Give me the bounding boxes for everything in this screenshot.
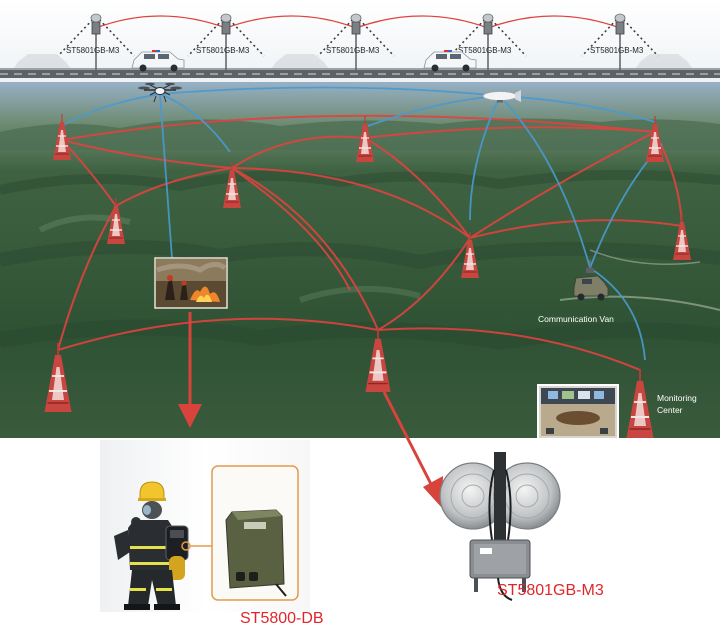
police-car-1 <box>131 50 185 72</box>
repeater-device-image <box>439 452 561 601</box>
top-repeater-label: ST5801GB-M3 <box>196 46 250 55</box>
top-repeater-1: ST5801GB-M3 <box>57 13 135 70</box>
backpack-product-label: ST5800-DB <box>240 610 324 627</box>
top-repeater-label: ST5801GB-M3 <box>326 46 380 55</box>
road <box>0 70 720 78</box>
top-repeater-5: ST5801GB-M3 <box>581 13 659 70</box>
bottom-section <box>0 438 720 636</box>
top-repeater-2: ST5801GB-M3 <box>187 13 265 70</box>
police-car-2 <box>423 50 477 72</box>
drone-icon <box>138 82 182 103</box>
top-repeater-label: ST5801GB-M3 <box>590 46 644 55</box>
monitoring-center-label-line2: Center <box>657 405 683 415</box>
faded-car-left <box>14 54 70 68</box>
arrow-to-repeater <box>382 391 443 508</box>
communication-van-icon <box>573 260 609 301</box>
fire-scene-photo <box>154 257 228 309</box>
blue-links <box>61 86 663 361</box>
top-repeater-4: ST5801GB-M3 <box>449 13 527 70</box>
monitoring-center-label-line1: Monitoring <box>657 393 697 403</box>
red-links <box>57 114 683 371</box>
top-strip: ST5801GB-M3 ST5801GB-M3 ST5801GB-M3 ST5801G… <box>0 0 720 82</box>
top-repeater-label: ST5801GB-M3 <box>458 46 512 55</box>
faded-car-right <box>636 54 692 68</box>
firefighter-image <box>114 481 189 610</box>
faded-car-middle <box>272 54 328 68</box>
repeater-product-label: ST5801GB-M3 <box>497 582 604 599</box>
communication-van-label: Communication Van <box>538 314 614 324</box>
top-repeater-3: ST5801GB-M3 <box>317 13 395 70</box>
backpack-device-image <box>225 509 287 597</box>
arrow-to-backpack <box>178 312 202 428</box>
top-links <box>95 15 621 29</box>
airship-icon <box>482 90 521 103</box>
top-repeater-label: ST5801GB-M3 <box>66 46 120 55</box>
monitoring-center-photo <box>537 384 619 440</box>
